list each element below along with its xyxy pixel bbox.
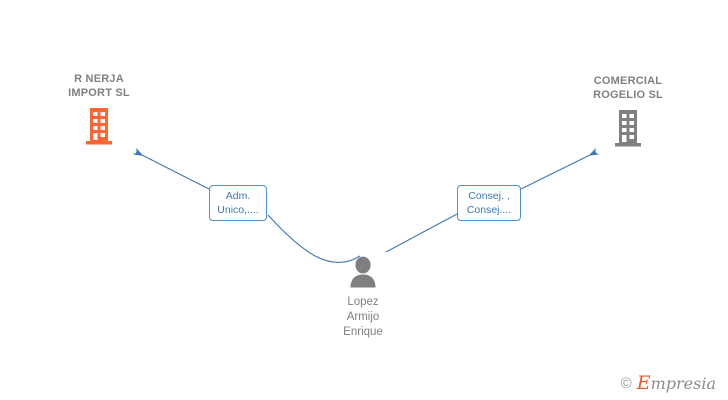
node-company-left[interactable]: R NERJA IMPORT SL xyxy=(24,72,174,146)
brand-rest: mpresia xyxy=(650,374,716,393)
brand-initial: E xyxy=(636,372,651,394)
edge-label-adm-unico[interactable]: Adm. Unico,.... xyxy=(209,185,267,221)
copyright-icon: © xyxy=(620,375,632,392)
building-icon xyxy=(615,110,641,147)
building-icon xyxy=(86,108,112,145)
edge-label-consejero[interactable]: Consej. , Consej.... xyxy=(457,185,521,221)
node-company-left-label: R NERJA IMPORT SL xyxy=(68,73,130,99)
node-company-right-label: COMERCIAL ROGELIO SL xyxy=(593,75,663,101)
person-icon xyxy=(350,256,376,288)
empresia-watermark: © Empresia xyxy=(620,372,716,394)
node-person-center[interactable]: Lopez Armijo Enrique xyxy=(288,255,438,340)
brand-wordmark: Empresia xyxy=(636,372,716,394)
node-person-label: Lopez Armijo Enrique xyxy=(343,296,383,338)
node-company-right[interactable]: COMERCIAL ROGELIO SL xyxy=(553,74,703,148)
